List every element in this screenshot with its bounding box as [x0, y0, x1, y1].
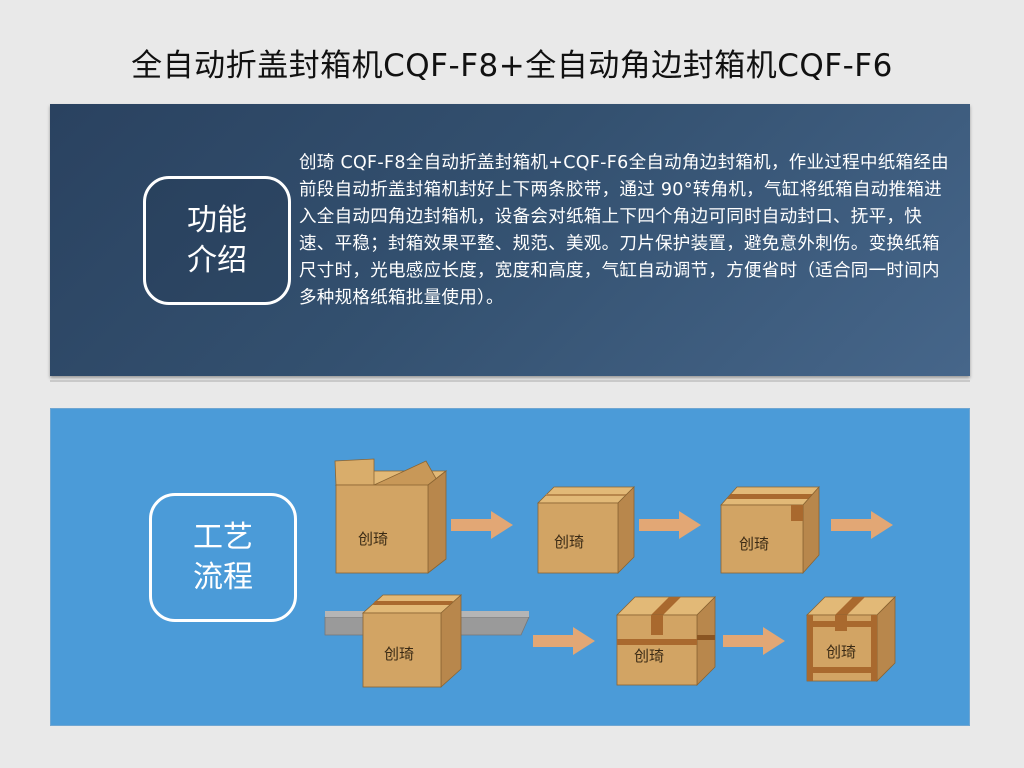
process-panel: 工艺 流程 创琦 创琦 [50, 408, 970, 726]
process-label: 工艺 流程 [149, 493, 297, 622]
panel-divider [50, 380, 970, 382]
box-label: 创琦 [384, 645, 414, 663]
process-flow-diagram: 创琦 创琦 创琦 [324, 458, 896, 688]
box-label: 创琦 [826, 643, 856, 661]
box-label: 创琦 [554, 533, 584, 551]
arrow-icon [639, 511, 701, 539]
arrow-icon [723, 627, 785, 655]
box-label: 创琦 [358, 530, 388, 548]
process-label-line2: 流程 [193, 559, 253, 595]
intro-panel: 功能 介绍 创琦 CQF-F8全自动折盖封箱机+CQF-F6全自动角边封箱机，作… [50, 104, 970, 382]
intro-label-line2: 介绍 [187, 242, 247, 278]
process-label-line1: 工艺 [193, 519, 253, 555]
arrow-icon [533, 627, 595, 655]
arrow-icon [451, 511, 513, 539]
box-label: 创琦 [739, 535, 769, 553]
intro-description: 创琦 CQF-F8全自动折盖封箱机+CQF-F6全自动角边封箱机，作业过程中纸箱… [299, 153, 949, 308]
intro-label: 功能 介绍 [143, 176, 291, 305]
closed-box-icon: 创琦 [537, 486, 635, 574]
intro-label-line1: 功能 [187, 202, 247, 238]
box-label: 创琦 [634, 647, 664, 665]
open-box-icon: 创琦 [334, 458, 448, 574]
taped-box-icon: 创琦 [720, 485, 820, 575]
conveyor-box-icon: 创琦 [324, 594, 530, 688]
page-title: 全自动折盖封箱机CQF-F8+全自动角边封箱机CQF-F6 [131, 48, 893, 84]
arrow-icon [831, 511, 893, 539]
corner-sealed-box-icon: 创琦 [806, 596, 896, 682]
cross-taped-box-icon: 创琦 [616, 596, 716, 686]
